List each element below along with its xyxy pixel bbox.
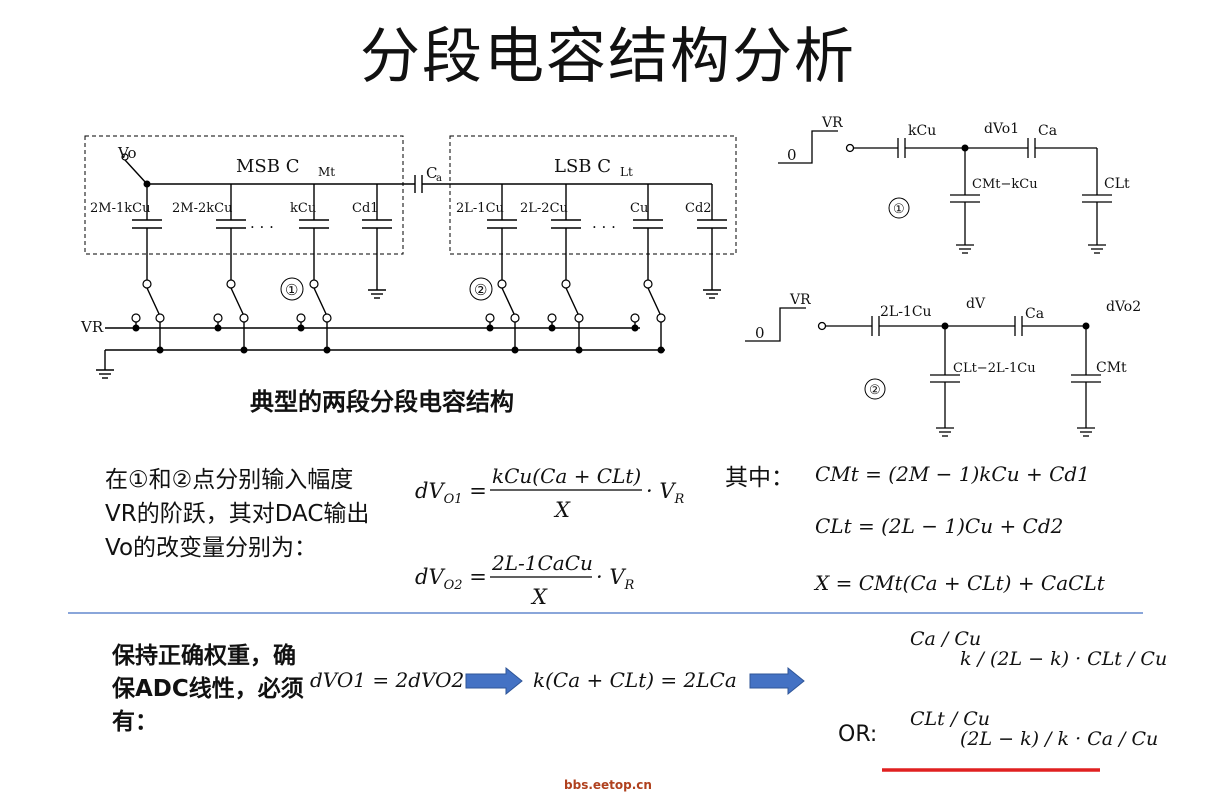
svg-text:Ca: Ca [1038,123,1057,139]
lsb-caps [487,184,727,299]
svg-text:Mt: Mt [318,165,335,179]
lsb-label: LSB C [554,156,611,177]
svg-text:②: ② [869,383,881,398]
svg-text:· · ·: · · · [250,218,274,236]
svg-text:Ca: Ca [1025,306,1044,322]
svg-text:②: ② [474,281,487,299]
svg-text:kCu: kCu [908,123,936,139]
svg-text:CMt: CMt [1096,360,1127,376]
vr-label: VR [80,318,104,336]
diagram-caption: 典型的两段分段电容结构 [250,388,514,416]
eq-ratio1-rhs: k / (2L − k) · CLt / Cu [960,648,1167,670]
page-title: 分段电容结构分析 [360,22,856,92]
eq-ratio1-lhs: Ca / Cu [910,628,981,650]
svg-text:Cu: Cu [630,201,648,216]
ca-label: C [426,164,437,182]
msb-box [84,135,404,255]
svg-text:VR: VR [789,292,811,308]
svg-text:Lt: Lt [620,165,633,179]
arrow-right-icon [465,666,523,696]
eq-dvo2-num: 2L-1CaCu [491,551,593,575]
svg-text:①: ① [285,281,298,299]
svg-text:0: 0 [787,146,797,164]
svg-text:· VR: · VR [596,565,635,593]
svg-text:kCu: kCu [290,201,316,216]
eq-cond1: dVO1 = 2dVO2 [310,668,464,692]
svg-text:Cd2: Cd2 [685,201,712,216]
equiv-circuit-2 [745,307,1101,437]
svg-text:· · ·: · · · [592,218,616,236]
svg-text:CMt−kCu: CMt−kCu [972,177,1038,192]
svg-text:2M-2kCu: 2M-2kCu [172,201,232,216]
where-label: 其中： [725,465,794,491]
vo-label: Vo [117,144,137,162]
eq-ratio2-rhs: (2L − k) / k · Ca / Cu [960,728,1158,750]
svg-text:dVo2: dVo2 [1106,299,1141,315]
arrow-right-icon [749,666,805,696]
svg-text:CLt: CLt [1104,176,1130,192]
arrows [465,666,805,696]
msb-caps [132,184,392,299]
eq-dvo1-lhs: dVO1 = [415,479,487,507]
weight-note: 保持正确权重，确保ADC线性，必须有： [112,643,304,735]
explanation-text: 在①和②点分别输入幅度VR的阶跃，其对DAC输出Vo的改变量分别为： [105,467,370,561]
eq-clt: CLt = (2L − 1)Cu + Cd2 [815,514,1063,538]
svg-text:2L-2Cu: 2L-2Cu [520,201,568,216]
eq-dvo1-num: kCu(Ca + CLt) [492,464,641,488]
msb-label: MSB C [236,156,299,177]
svg-text:Cd1: Cd1 [352,201,379,216]
eq-x: X = CMt(Ca + CLt) + CaCLt [813,571,1106,595]
equiv-circuit-1 [778,130,1112,254]
footer-watermark: bbs.eetop.cn [564,778,652,792]
switches [146,287,662,317]
or-label: OR: [838,722,878,747]
eq-cond2: k(Ca + CLt) = 2LCa [533,668,737,692]
svg-text:CLt−2L-1Cu: CLt−2L-1Cu [953,361,1036,376]
svg-text:2M-1kCu: 2M-1kCu [90,201,150,216]
eq-cmt: CMt = (2M − 1)kCu + Cd1 [815,462,1090,486]
svg-text:2L-1Cu: 2L-1Cu [880,304,932,320]
svg-text:0: 0 [755,324,765,342]
svg-text:· VR: · VR [646,479,685,507]
svg-text:dVo1: dVo1 [984,121,1019,137]
eq-dvo2-den: X [530,585,548,609]
svg-text:dV: dV [966,296,986,312]
svg-text:VR: VR [821,115,843,131]
eq-dvo1-den: X [553,498,571,522]
svg-text:a: a [436,173,442,184]
lsb-box [449,135,737,255]
eq-ratio2-lhs: CLt / Cu [910,708,990,730]
svg-text:2L-1Cu: 2L-1Cu [456,201,504,216]
svg-text:①: ① [893,202,905,217]
eq-dvo2-lhs: dVO2 = [415,565,487,593]
